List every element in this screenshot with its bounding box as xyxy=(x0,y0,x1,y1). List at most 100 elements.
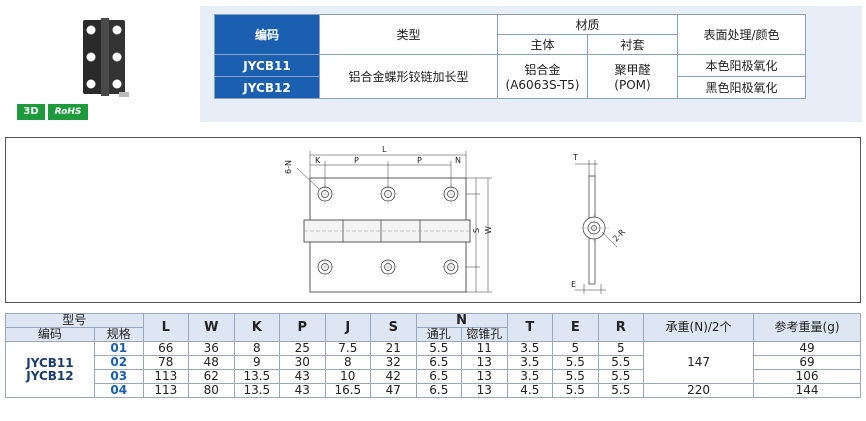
header-weight: 参考重量(g) xyxy=(753,313,861,342)
cell-E: 5.5 xyxy=(552,383,599,398)
header-material: 材质 xyxy=(497,14,678,35)
spec-table: 型号 L W K P J S N T E R 承重(N)/2个 参考重量(g) … xyxy=(5,313,861,398)
header-load: 承重(N)/2个 xyxy=(643,313,755,342)
cell-N2: 13 xyxy=(461,369,508,384)
cell-S: 42 xyxy=(370,369,417,384)
cell-S: 32 xyxy=(370,355,417,370)
size-cell[interactable]: 04 xyxy=(93,383,144,398)
3d-badge[interactable]: 3D xyxy=(17,104,45,120)
dim-P1: P xyxy=(354,156,359,165)
model-code-1: JYCB11 xyxy=(26,355,74,370)
model-code-2: JYCB12 xyxy=(26,368,74,383)
cell-P: 30 xyxy=(279,355,326,370)
code-jycb12[interactable]: JYCB12 xyxy=(214,76,320,99)
cell-J: 8 xyxy=(324,355,372,370)
dim-S: S xyxy=(472,228,481,233)
bushing-line1: 聚甲醛 xyxy=(614,63,651,77)
header-code: 编码 xyxy=(214,14,320,55)
header-bushing: 衬套 xyxy=(587,34,678,55)
cell-K: 8 xyxy=(233,341,281,356)
size-cell[interactable]: 02 xyxy=(93,355,144,370)
header-L: L xyxy=(142,313,190,342)
cell-W: 36 xyxy=(188,341,235,356)
header-W: W xyxy=(188,313,235,342)
size-cell[interactable]: 03 xyxy=(93,369,144,384)
header-through-hole: 通孔 xyxy=(415,327,463,342)
cell-S: 47 xyxy=(370,383,417,398)
product-image-box: 3D RoHS xyxy=(7,6,193,120)
header-T: T xyxy=(506,313,554,342)
dim-W: W xyxy=(484,226,493,234)
cell-W: 48 xyxy=(188,355,235,370)
cell-N1: 5.5 xyxy=(415,341,463,356)
cell-P: 43 xyxy=(279,383,326,398)
dim-P2: P xyxy=(417,156,422,165)
load-b: 220 xyxy=(643,383,755,398)
cell-K: 13.5 xyxy=(233,383,281,398)
dim-L: L xyxy=(382,145,387,154)
cell-P: 43 xyxy=(279,369,326,384)
cell-T: 3.5 xyxy=(506,355,554,370)
cell-R: 5 xyxy=(597,341,645,356)
header-body: 主体 xyxy=(497,34,588,55)
cell-E: 5.5 xyxy=(552,369,599,384)
surface-black: 黑色阳极氧化 xyxy=(677,76,806,99)
table-row: JYCB11 JYCB12 01 66 36 8 25 7.5 21 5.5 1… xyxy=(5,341,861,398)
dim-N: N xyxy=(455,156,461,165)
header-size: 规格 xyxy=(93,327,144,342)
cell-T: 3.5 xyxy=(506,369,554,384)
body-material: 铝合金 (A6063S-T5) xyxy=(497,54,588,99)
header-S: S xyxy=(370,313,417,342)
model-codes: JYCB11 JYCB12 xyxy=(5,341,95,398)
cell-T: 4.5 xyxy=(506,383,554,398)
header-surface: 表面处理/颜色 xyxy=(677,14,806,55)
cell-S: 21 xyxy=(370,341,417,356)
cell-L: 66 xyxy=(142,341,190,356)
header-counter-hole: 锪锥孔 xyxy=(461,327,508,342)
side-view xyxy=(581,175,610,285)
header-J: J xyxy=(324,313,372,342)
cell-W: 80 xyxy=(188,383,235,398)
surface-natural: 本色阳极氧化 xyxy=(677,54,806,77)
header-model: 型号 xyxy=(5,313,144,328)
header-K: K xyxy=(233,313,281,342)
cell-T: 3.5 xyxy=(506,341,554,356)
rohs-badge: RoHS xyxy=(48,104,88,120)
cell-W: 62 xyxy=(188,369,235,384)
dim-2R: 2-R xyxy=(611,227,627,243)
header-P: P xyxy=(279,313,326,342)
dim-6N: 6-N xyxy=(284,160,293,174)
product-header: 3D RoHS 编码 类型 材质 表面处理/颜色 主体 衬套 JYCB11 铝合… xyxy=(0,0,866,126)
cell-K: 9 xyxy=(233,355,281,370)
table-row: 03 113 62 13.5 43 10 42 6.5 13 3.5 5.5 5… xyxy=(6,369,861,384)
material-table: 编码 类型 材质 表面处理/颜色 主体 衬套 JYCB11 铝合金蝶形铰链加长型… xyxy=(214,14,806,99)
cell-N2: 13 xyxy=(461,383,508,398)
table-row: 04 113 80 13.5 43 16.5 47 6.5 13 4.5 5.5… xyxy=(6,383,861,398)
cell-weight: 106 xyxy=(753,369,861,384)
cell-J: 10 xyxy=(324,369,372,384)
type-value: 铝合金蝶形铰链加长型 xyxy=(319,54,498,99)
cell-J: 7.5 xyxy=(324,341,372,356)
header-type: 类型 xyxy=(319,14,498,55)
dim-K: K xyxy=(315,156,321,165)
body-material-line1: 铝合金 xyxy=(524,63,561,77)
technical-drawing: L K P P N 6-N S W T 2-R E xyxy=(5,137,861,303)
cell-R: 5.5 xyxy=(597,355,645,370)
cell-N1: 6.5 xyxy=(415,369,463,384)
size-cell[interactable]: 01 xyxy=(93,341,144,356)
header-N: N xyxy=(415,313,508,328)
cell-N2: 13 xyxy=(461,355,508,370)
cell-E: 5 xyxy=(552,341,599,356)
cell-N1: 6.5 xyxy=(415,355,463,370)
load-a: 147 xyxy=(643,341,755,384)
hinge-dimension-drawing: L K P P N 6-N S W T 2-R E xyxy=(284,145,627,294)
cell-weight: 49 xyxy=(753,341,861,356)
code-jycb11[interactable]: JYCB11 xyxy=(214,54,320,77)
cell-weight: 144 xyxy=(753,383,861,398)
cell-L: 78 xyxy=(142,355,190,370)
cell-weight: 69 xyxy=(753,355,861,370)
cell-N1: 6.5 xyxy=(415,383,463,398)
cell-P: 25 xyxy=(279,341,326,356)
bushing-line2: (POM) xyxy=(614,78,651,92)
cell-E: 5.5 xyxy=(552,355,599,370)
